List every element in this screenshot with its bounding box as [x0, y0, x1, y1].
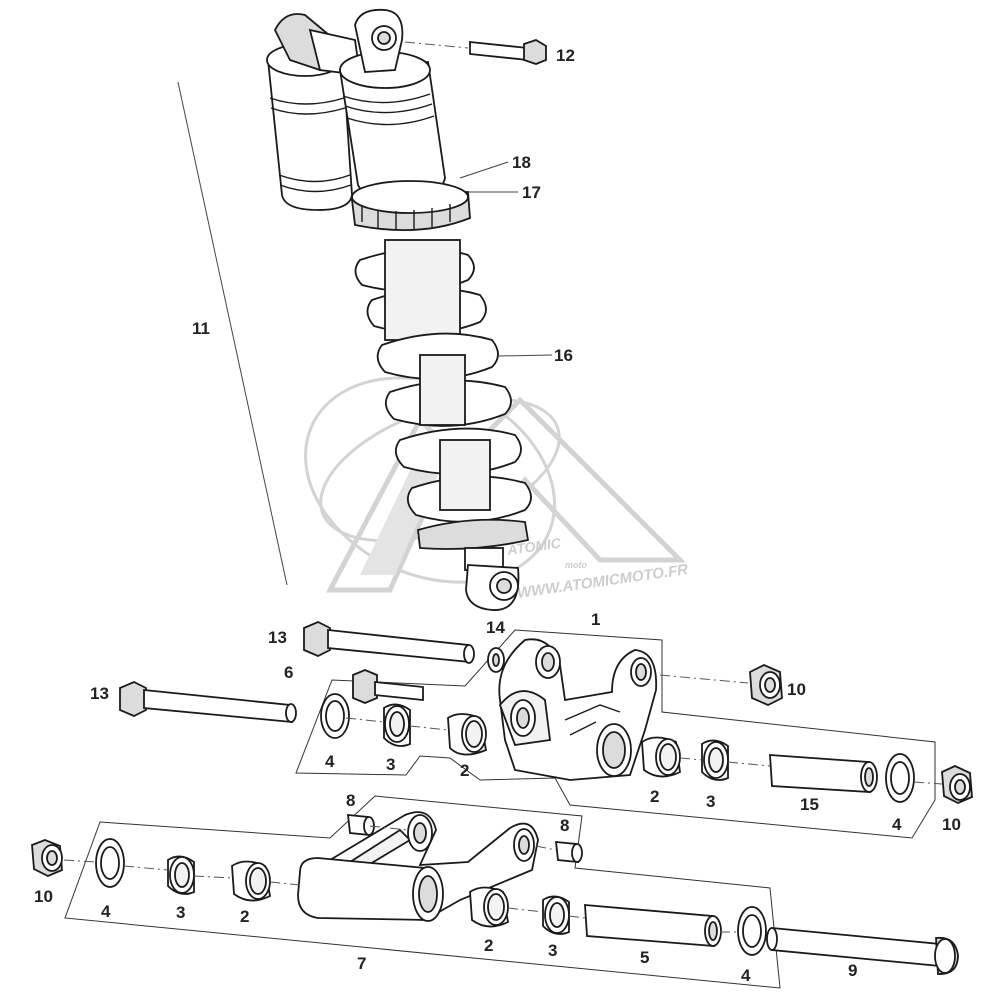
- callout-10: 10: [942, 815, 961, 834]
- axis-ll-2: [123, 865, 169, 871]
- callout-4: 4: [101, 902, 111, 921]
- leader-11: [177, 81, 288, 586]
- axis-8-right: [535, 845, 557, 851]
- bearing-3-left: [383, 703, 411, 747]
- axis-ll-3: [193, 875, 233, 879]
- callout-10: 10: [787, 680, 806, 699]
- axis-10-upper: [659, 674, 749, 684]
- callout-2: 2: [650, 787, 659, 806]
- callout-8: 8: [346, 791, 355, 810]
- shock-absorber-assembly: [266, 8, 532, 611]
- callout-3: 3: [176, 903, 185, 922]
- callout-labels: 1 2 2 2 2 3 3 3 3 4 4 4 4 5 6 7 8 8 9 10…: [34, 46, 961, 985]
- axis-right-1: [679, 757, 703, 761]
- callout-17: 17: [522, 183, 541, 202]
- axis-12: [404, 41, 469, 49]
- nut-10-upper: [749, 664, 783, 706]
- spacer-15: [769, 754, 878, 793]
- leader-16: [497, 354, 553, 357]
- bolt-6: [352, 669, 424, 704]
- bearing-3-lower-left: [167, 855, 195, 895]
- callout-14: 14: [486, 618, 505, 637]
- callout-2: 2: [460, 761, 469, 780]
- callout-13: 13: [268, 628, 287, 647]
- rocker-part-1: [498, 638, 658, 781]
- bearing-3-right: [701, 739, 729, 781]
- spacer-8-right: [554, 840, 583, 864]
- callout-13: 13: [90, 684, 109, 703]
- callout-5: 5: [640, 948, 649, 967]
- spacer-8-left: [346, 813, 375, 837]
- callout-1: 1: [591, 610, 600, 629]
- bushing-2-lower-left: [231, 860, 271, 902]
- callout-7: 7: [357, 954, 366, 973]
- callout-3: 3: [706, 792, 715, 811]
- callout-9: 9: [848, 961, 857, 980]
- leader-18: [459, 161, 509, 179]
- nut-10-lower-left: [31, 839, 63, 877]
- watermark-url: WWW.ATOMICMOTO.FR: [516, 561, 689, 602]
- callout-3: 3: [548, 941, 557, 960]
- callout-16: 16: [554, 346, 573, 365]
- axis-left-1: [345, 717, 385, 723]
- pull-rod-part-7: [297, 811, 539, 922]
- callout-18: 18: [512, 153, 531, 172]
- axis-8-left: [369, 825, 409, 831]
- bolt-13-upper: [303, 621, 475, 664]
- bearing-3-lower-right: [542, 895, 570, 935]
- top-mount-bolt: [469, 39, 547, 65]
- spacer-5: [584, 904, 722, 947]
- bolt-13-lower: [119, 681, 297, 724]
- axis-left-2: [409, 725, 449, 731]
- axis-lr-2: [568, 915, 586, 919]
- callout-8: 8: [560, 816, 569, 835]
- callout-2: 2: [484, 936, 493, 955]
- bushing-2-left: [447, 713, 488, 756]
- callout-12: 12: [556, 46, 575, 65]
- callout-4: 4: [325, 752, 335, 771]
- bolt-9: [766, 927, 959, 975]
- callout-6: 6: [284, 663, 293, 682]
- callout-15: 15: [800, 795, 819, 814]
- callout-4: 4: [892, 815, 902, 834]
- nut-10-right: [941, 765, 973, 804]
- frame-part-7: [64, 795, 781, 989]
- callout-3: 3: [386, 755, 395, 774]
- axis-lr-1: [507, 907, 544, 913]
- callout-4: 4: [741, 966, 751, 985]
- axis-ll-1: [63, 859, 97, 863]
- axis-right-2: [727, 761, 771, 767]
- bushing-2-right: [641, 736, 681, 778]
- callout-11: 11: [192, 319, 210, 338]
- axis-ll-4: [269, 881, 301, 886]
- bushing-2-lower-right: [469, 886, 509, 928]
- frame-part-1: [295, 629, 936, 839]
- watermark-brand-sub: moto: [565, 560, 587, 570]
- callout-2: 2: [240, 907, 249, 926]
- callout-10: 10: [34, 887, 53, 906]
- axis-right-3: [913, 781, 943, 785]
